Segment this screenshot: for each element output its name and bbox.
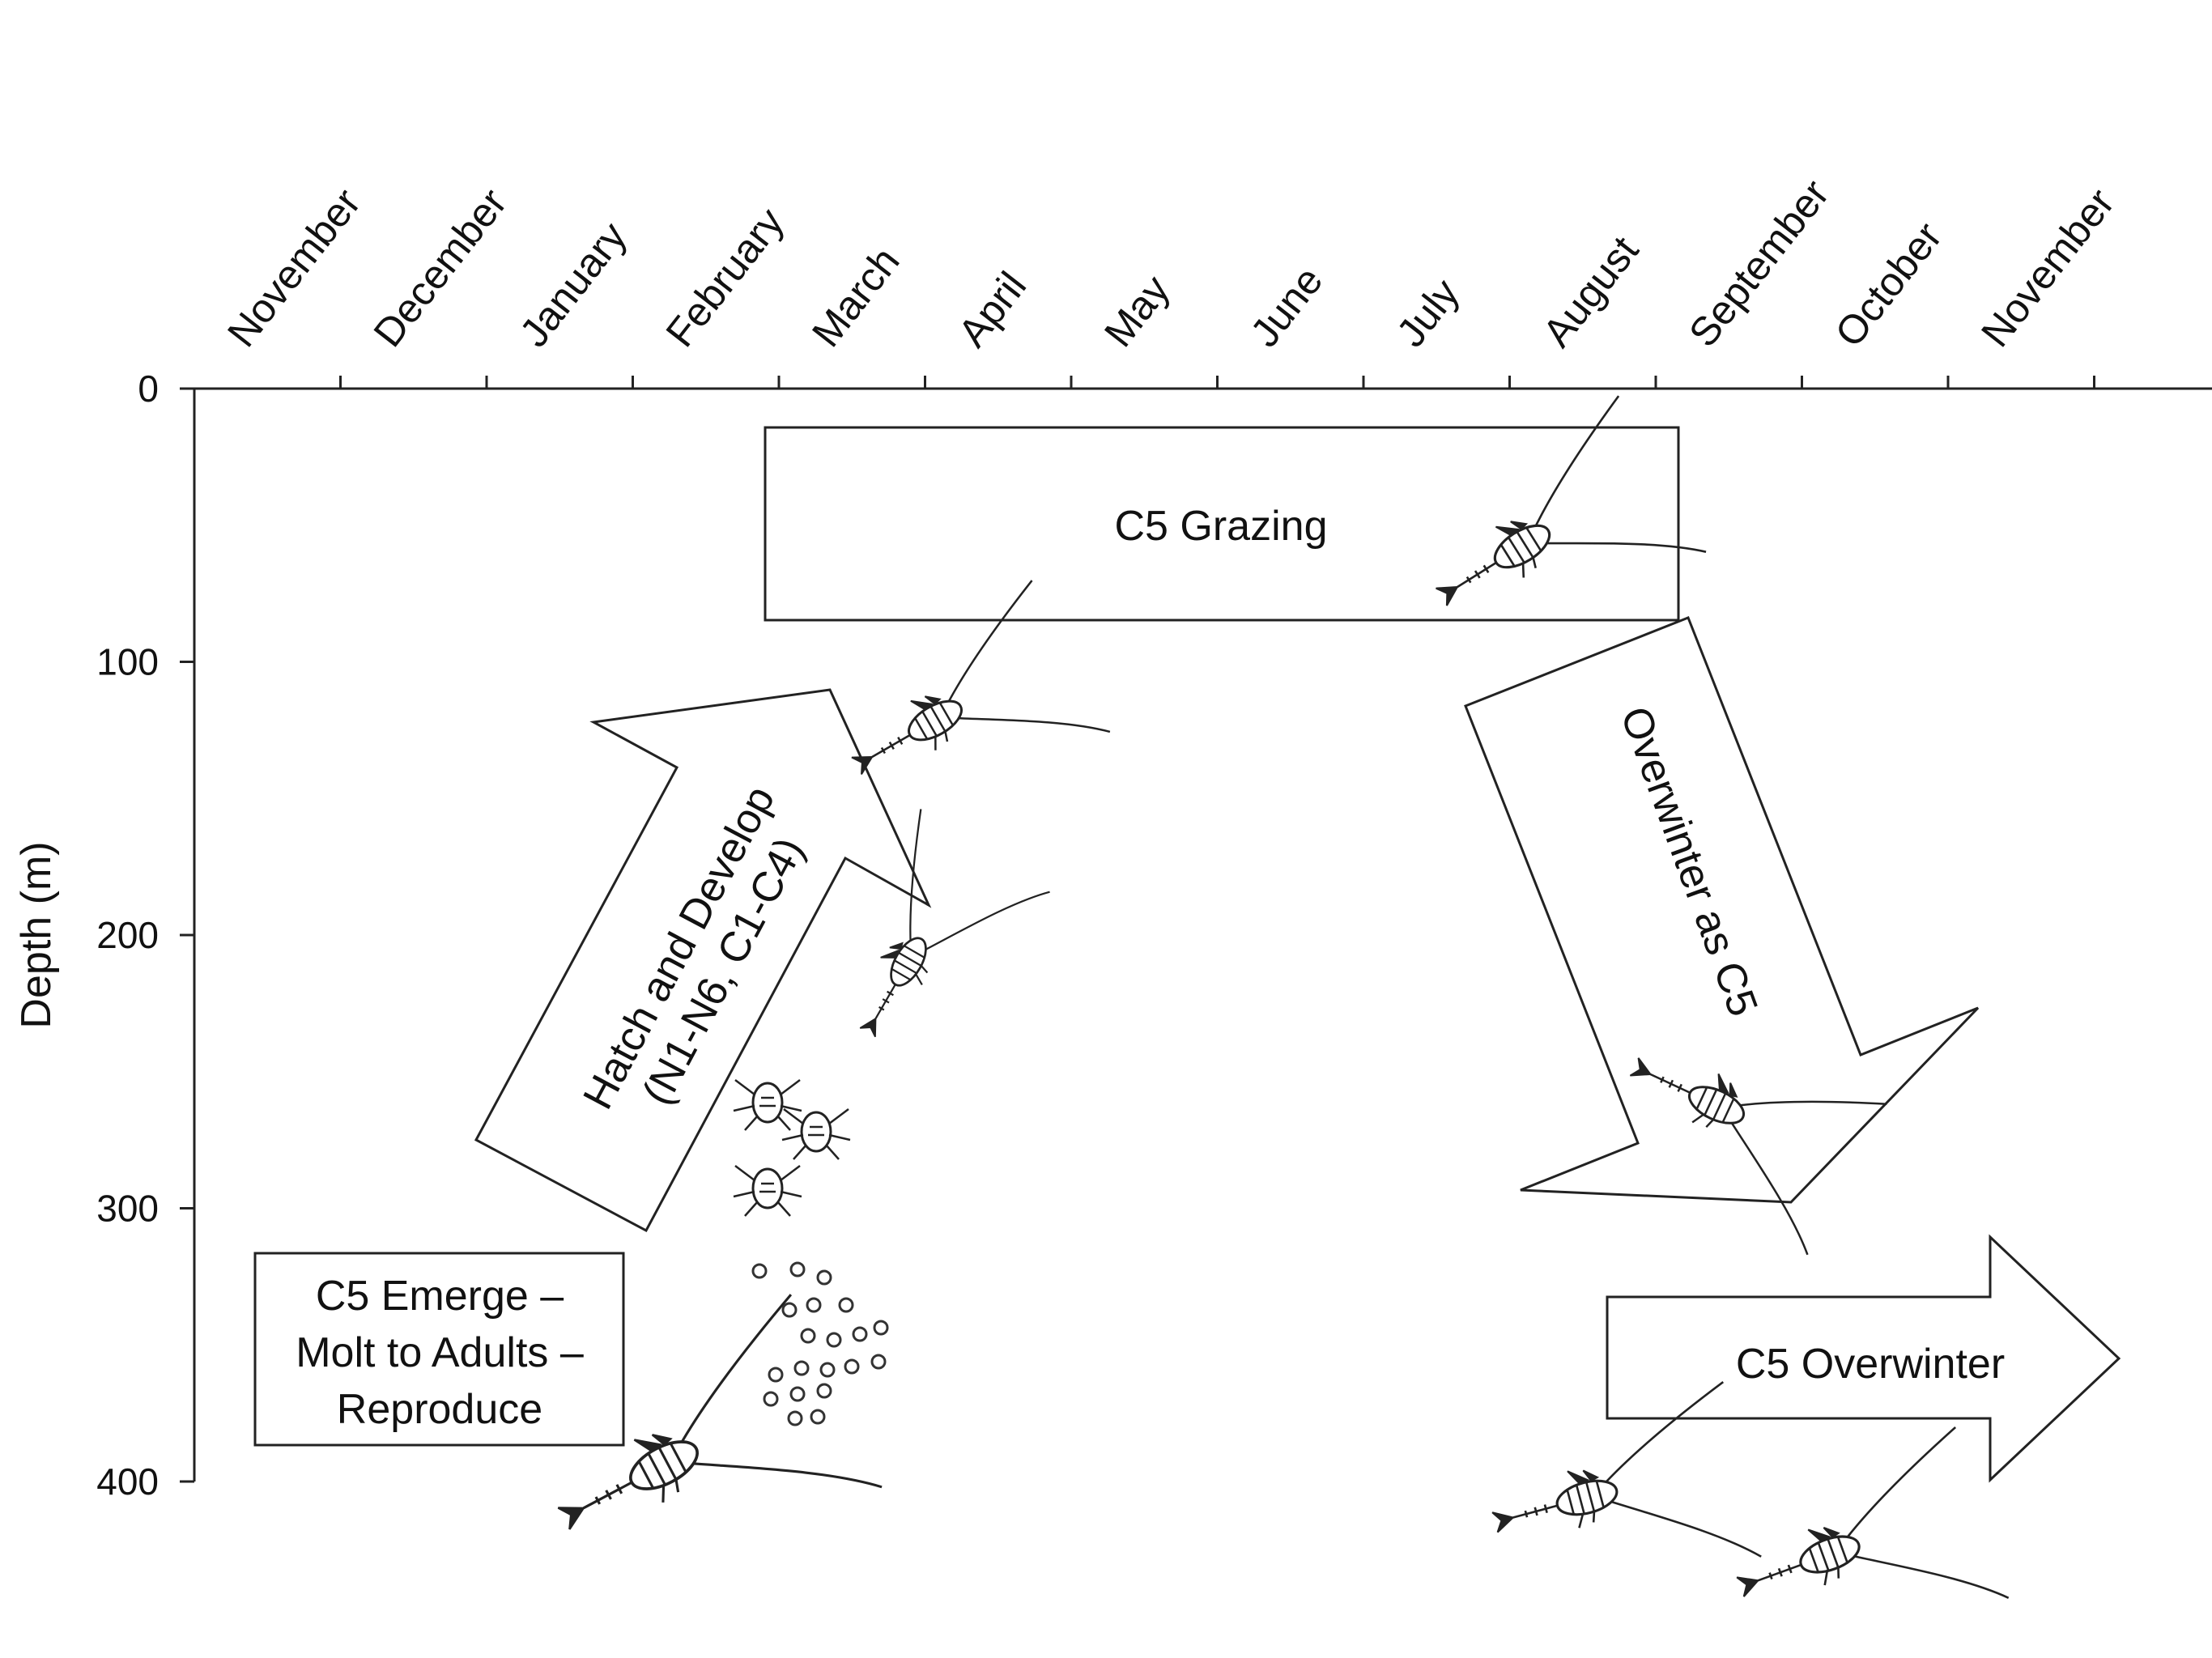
egg-icon [751,1263,768,1279]
egg-icon [870,1354,887,1370]
egg-icon [816,1269,832,1286]
hatch-develop-arrow [474,688,932,1233]
egg-icon [810,1409,826,1425]
egg-icon [800,1328,816,1344]
depth-tick-label: 400 [96,1460,159,1503]
c5-overwinter-label: C5 Overwinter [1736,1341,2005,1388]
egg-icon [793,1360,810,1376]
depth-tick-label: 100 [96,641,159,683]
month-label: November [1972,181,2123,355]
month-label: February [657,200,793,355]
depth-axis-label: Depth (m) [13,841,60,1028]
egg-icon [789,1261,806,1278]
c5-emerge-box [253,1252,625,1447]
copepod-icon [1436,395,1707,606]
egg-icon [873,1320,889,1336]
month-label: June [1242,258,1332,355]
depth-ticks [180,387,194,1483]
copepod-icon [851,580,1111,775]
nauplius-icon [733,1165,802,1217]
nauplius-icon [781,1108,851,1160]
emerge-line3: Reproduce [337,1386,542,1433]
egg-icon [768,1367,784,1383]
nauplius-icon [733,1079,802,1131]
month-label: March [803,239,908,355]
depth-tick-label: 300 [96,1188,159,1230]
copepod-icon [1629,1057,1887,1256]
egg-icon [763,1391,779,1407]
nauplii-illustrations [733,1079,851,1217]
month-label: November [219,181,369,355]
month-label: July [1388,270,1468,355]
depth-labels: 0 100 200 300 400 [96,368,159,1503]
copepod-icon [1491,1381,1762,1558]
emerge-line1: C5 Emerge – [316,1273,564,1320]
month-label: May [1095,267,1178,355]
egg-icon [844,1358,860,1375]
month-label: December [365,181,516,355]
copepod-icon [557,1294,883,1530]
egg-icon [787,1410,803,1426]
egg-icon [789,1386,806,1402]
c5-overwinter-arrow [1606,1234,2121,1483]
overwinter-down-arrow [1464,616,1980,1204]
month-label: October [1827,214,1951,355]
egg-icon [852,1326,868,1342]
copepod-illustrations [557,395,2010,1599]
month-label: April [950,263,1036,355]
month-label: September [1680,172,1838,355]
egg-icon [806,1297,822,1313]
egg-icon [826,1332,842,1348]
month-label: August [1534,228,1648,355]
c5-grazing-label: C5 Grazing [1115,503,1328,550]
egg-icon [819,1362,836,1378]
emerge-line2: Molt to Adults – [296,1329,584,1376]
egg-icon [816,1383,832,1399]
depth-tick-label: 200 [96,914,159,956]
month-label: January [511,214,636,355]
egg-icon [838,1297,854,1313]
depth-tick-label: 0 [138,368,159,410]
month-ticks [339,376,2095,389]
egg-icon [781,1302,798,1318]
copepod-icon [1736,1426,2010,1599]
copepod-icon [859,809,1050,1038]
egg-cluster [751,1261,889,1426]
